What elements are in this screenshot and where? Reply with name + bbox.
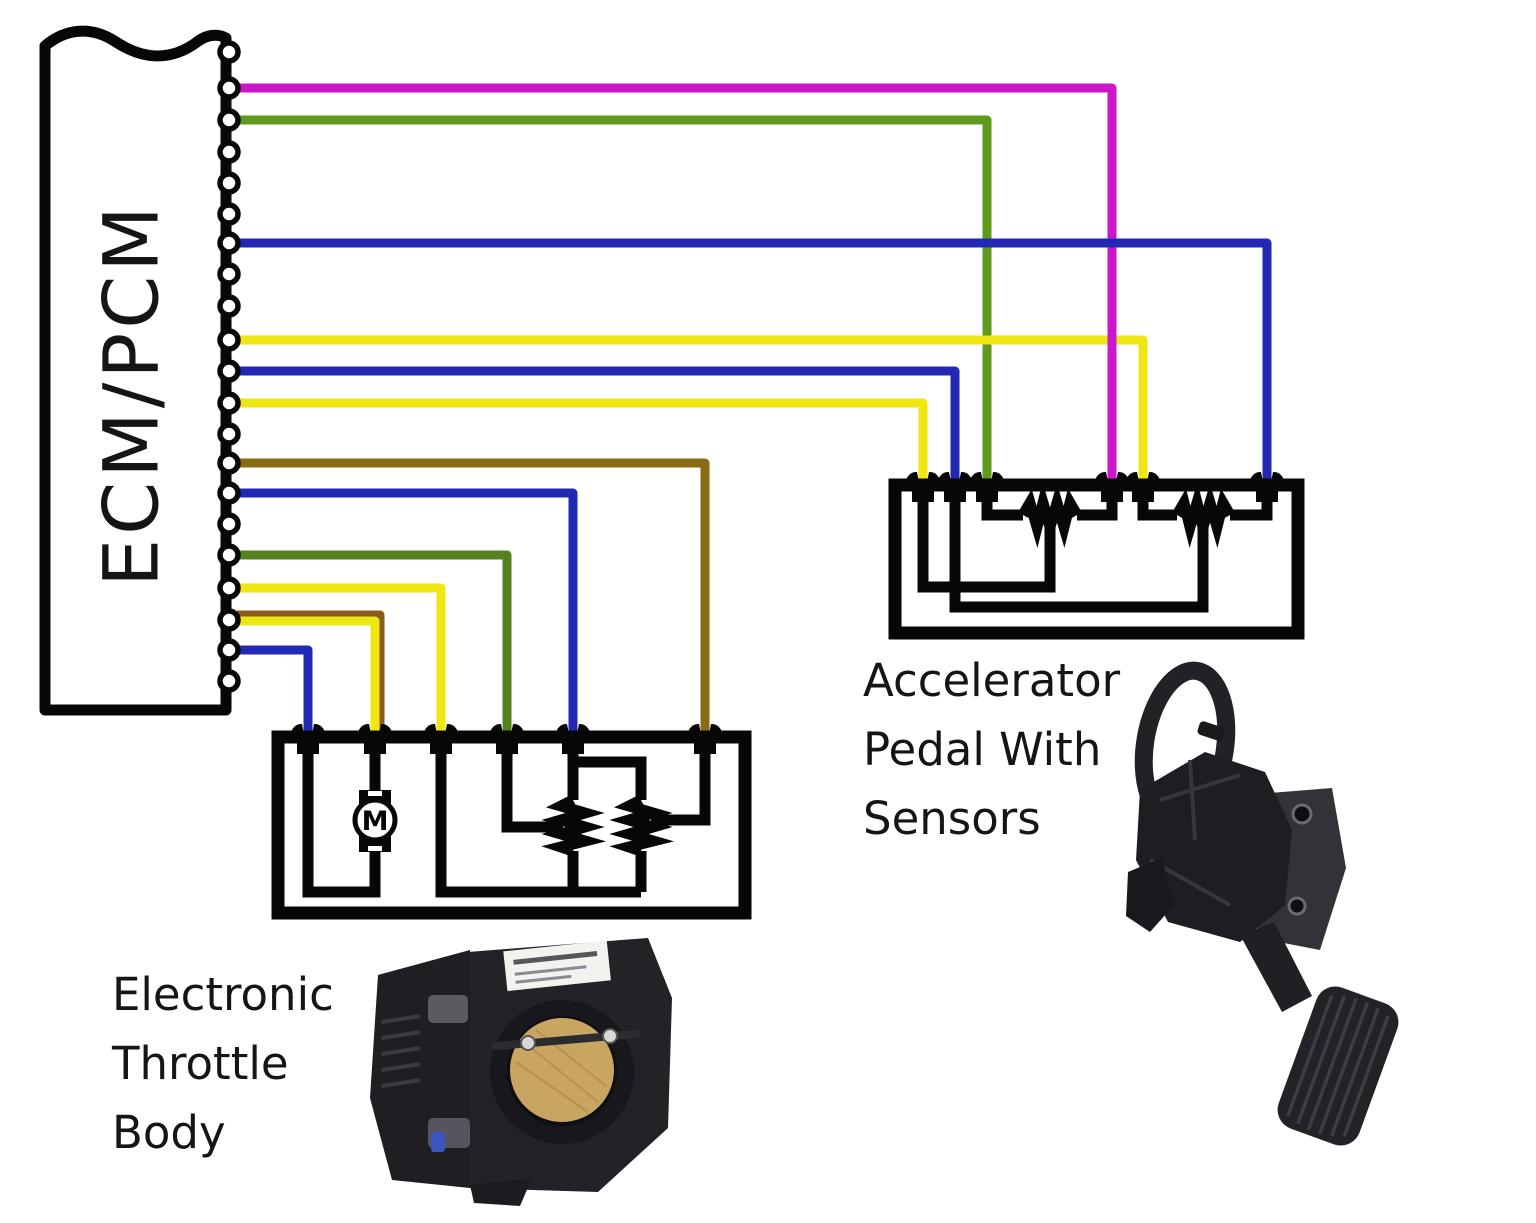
throttle-connector-pin bbox=[422, 723, 460, 754]
pedal-caption-line3: Sensors bbox=[863, 792, 1041, 845]
wire-tps-5v-blue bbox=[237, 488, 578, 741]
throttle-connector-clip-top bbox=[428, 995, 468, 1023]
shaft-screw-right bbox=[602, 1028, 618, 1044]
ecm-pin bbox=[217, 451, 241, 475]
ecm-pin bbox=[217, 481, 241, 505]
ecm-pin bbox=[217, 40, 241, 64]
throttle-gear-ribs bbox=[381, 1014, 421, 1088]
wire-motor-a-stripe bbox=[237, 610, 385, 741]
app1-wiper-trace bbox=[917, 489, 1056, 593]
throttle-body-circuit: M bbox=[271, 730, 752, 920]
throttle-connector-pin bbox=[488, 723, 526, 754]
ecm-pin bbox=[217, 391, 241, 415]
tps2-wiper-trace bbox=[651, 741, 711, 826]
wire-app1-5v-green bbox=[237, 115, 992, 489]
ecm-pin bbox=[217, 171, 241, 195]
throttle-label-sticker bbox=[503, 940, 611, 992]
throttle-blue-clip bbox=[431, 1132, 445, 1152]
wire-app1-signal-magenta bbox=[237, 83, 1117, 489]
pedal-connector-pin bbox=[1124, 471, 1162, 502]
app2-wiper-trace bbox=[949, 489, 1209, 613]
wire-tps2-signal-gold bbox=[237, 458, 710, 741]
pedal-body bbox=[1136, 752, 1292, 942]
ecm-pin bbox=[217, 140, 241, 164]
harness-wires bbox=[237, 83, 1272, 741]
pedal-connector-pin bbox=[1248, 471, 1286, 502]
wire-app1-low-yellow bbox=[237, 398, 928, 489]
pedal-caption-line1: Accelerator bbox=[863, 654, 1121, 707]
motor-terminal-top bbox=[368, 791, 382, 796]
wire-tps-low-yellow bbox=[237, 583, 446, 741]
ecm-pin bbox=[217, 76, 241, 100]
app-sensor2-resistor bbox=[1172, 481, 1235, 549]
motor-return-trace bbox=[302, 741, 381, 898]
ecm-connector-pins bbox=[217, 40, 241, 693]
wire-motor-b-blue bbox=[237, 645, 313, 741]
wire-motor-a-yellow bbox=[237, 616, 380, 741]
pedal-connector-pin bbox=[904, 471, 942, 502]
pedal-internal-wiring bbox=[917, 481, 1273, 613]
throttle-bottom-ear bbox=[470, 1178, 532, 1206]
throttle-motor-symbol: M bbox=[352, 790, 398, 852]
throttle-connector-pin bbox=[289, 723, 327, 754]
ecm-pin bbox=[217, 231, 241, 255]
motor-letter: M bbox=[362, 806, 389, 837]
ecm-pin bbox=[217, 328, 241, 352]
throttle-connector-pin bbox=[686, 723, 724, 754]
ecm-pin bbox=[217, 669, 241, 693]
throttle-caption-line2: Throttle bbox=[112, 1037, 289, 1090]
ecm-pin bbox=[217, 576, 241, 600]
pedal-connector-pin bbox=[936, 471, 974, 502]
ecm-pin bbox=[217, 512, 241, 536]
ecm-pin bbox=[217, 359, 241, 383]
tps-resistor-2 bbox=[609, 795, 675, 857]
ecm-pin bbox=[217, 543, 241, 567]
throttle-connector-pin bbox=[554, 723, 592, 754]
ecm-pin bbox=[217, 608, 241, 632]
app-sensor1-resistor bbox=[1018, 481, 1082, 549]
mount-hole-bottom bbox=[1287, 896, 1307, 916]
wire-app2-5v-yellow bbox=[237, 335, 1148, 489]
throttle-body-photo bbox=[370, 938, 672, 1206]
pedal-side-lever bbox=[1126, 858, 1174, 932]
motor-circle bbox=[352, 797, 398, 843]
ecm-pcm-box bbox=[39, 25, 232, 716]
tps1-wiper-trace bbox=[501, 741, 563, 833]
wire-tps1-signal-green bbox=[237, 550, 512, 741]
box-connector-clamps bbox=[289, 471, 1286, 754]
throttle-connector-pin bbox=[356, 723, 394, 754]
ecm-pin bbox=[217, 262, 241, 286]
motor-terminal-bottom bbox=[368, 846, 382, 851]
pedal-arm bbox=[1240, 922, 1312, 1012]
pedal-sensor-circuit bbox=[888, 478, 1305, 640]
mount-hole-top bbox=[1291, 803, 1313, 825]
pedal-caption-line2: Pedal With bbox=[863, 723, 1102, 776]
ecm-pin bbox=[217, 422, 241, 446]
ecm-pin bbox=[217, 638, 241, 662]
tps-5v-branch bbox=[573, 756, 647, 800]
pedal-caption: Accelerator Pedal With Sensors bbox=[863, 646, 1120, 853]
throttle-internal-wiring bbox=[302, 741, 711, 898]
ecm-pcm-label: ECM/PCM bbox=[86, 202, 176, 587]
throttle-caption-line1: Electronic bbox=[112, 968, 334, 1021]
tps-resistor-1 bbox=[541, 795, 607, 857]
pedal-connector-pin bbox=[1093, 471, 1131, 502]
pedal-pad bbox=[1277, 986, 1399, 1146]
wire-app2-signal-blue bbox=[237, 366, 960, 489]
throttle-caption: Electronic Throttle Body bbox=[112, 960, 334, 1167]
loop-clamp bbox=[1197, 721, 1225, 741]
pedal-connector-pin bbox=[968, 471, 1006, 502]
shaft-screw-left bbox=[520, 1035, 536, 1051]
ecm-pin bbox=[217, 294, 241, 318]
throttle-caption-line3: Body bbox=[112, 1106, 226, 1159]
wire-app2-low-blue bbox=[237, 238, 1272, 489]
accelerator-pedal-photo bbox=[1126, 661, 1399, 1146]
ecm-pin bbox=[217, 108, 241, 132]
ecm-pin bbox=[217, 202, 241, 226]
